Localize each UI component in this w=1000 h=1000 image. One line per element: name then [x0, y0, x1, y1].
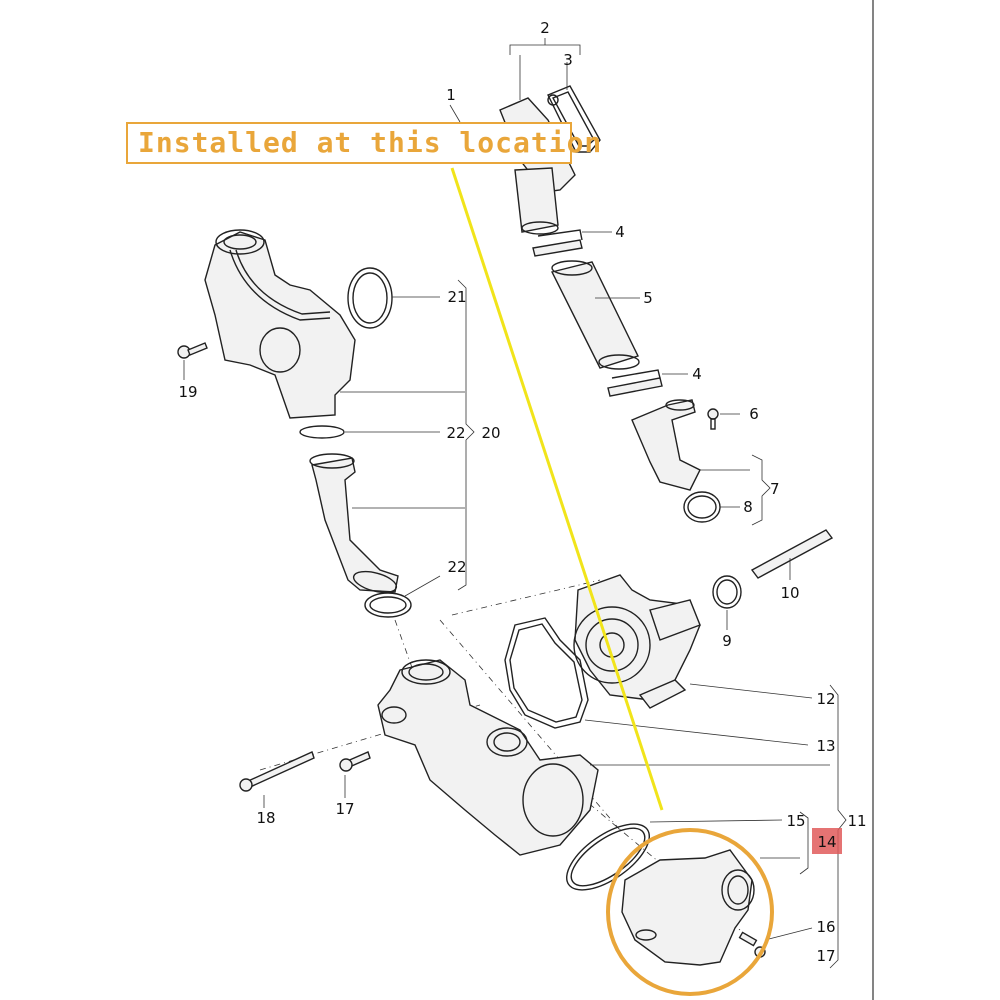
label-1: 1 — [446, 86, 456, 104]
label-17-lower: 17 — [816, 947, 835, 965]
label-12: 12 — [816, 690, 835, 708]
label-10: 10 — [780, 584, 799, 602]
bolt-6 — [707, 408, 719, 430]
coolant-pipe-upper — [499, 94, 576, 235]
bolt-17-lower — [738, 931, 766, 958]
label-17-upper: 17 — [335, 800, 354, 818]
label-9: 9 — [722, 632, 732, 650]
water-pump-12 — [573, 574, 701, 709]
part-number-labels: 2 3 1 4 5 4 6 7 8 10 9 12 13 15 11 14 16… — [178, 19, 866, 965]
o-ring-21 — [347, 267, 393, 329]
gasket-13 — [504, 617, 589, 729]
label-8: 8 — [743, 498, 753, 516]
coolant-pipe-lower — [631, 399, 701, 491]
highlight-label-box — [812, 828, 842, 854]
o-ring-22-upper — [299, 425, 345, 439]
o-ring-8 — [683, 491, 721, 523]
clamp-upper — [532, 229, 583, 257]
bolt-19 — [177, 342, 208, 359]
installed-location-callout: Installed at this location — [126, 122, 601, 164]
bolt-17-upper — [339, 751, 371, 772]
thermostat-cover-16 — [621, 849, 755, 966]
hose-sleeve — [550, 260, 640, 370]
label-6: 6 — [749, 405, 759, 423]
label-13: 13 — [816, 737, 835, 755]
label-18: 18 — [256, 809, 275, 827]
axis-line — [451, 579, 601, 616]
clamp-lower — [607, 369, 663, 397]
o-ring-22-lower — [364, 592, 412, 618]
bolt-18 — [239, 751, 315, 792]
label-19: 19 — [178, 383, 197, 401]
label-2: 2 — [540, 19, 550, 37]
callout-pointer-line — [450, 167, 664, 811]
location-highlight-circle — [606, 828, 774, 996]
label-14: 14 — [817, 833, 836, 851]
o-ring-9 — [712, 575, 742, 609]
label-22-lower: 22 — [447, 558, 466, 576]
label-4-lower: 4 — [692, 365, 702, 383]
label-16: 16 — [816, 918, 835, 936]
thermostat-housing-11 — [377, 659, 599, 856]
label-20: 20 — [481, 424, 500, 442]
label-4-upper: 4 — [615, 223, 625, 241]
label-22-upper: 22 — [446, 424, 465, 442]
label-7: 7 — [770, 480, 780, 498]
turbo-coolant-valve-21 — [204, 229, 356, 419]
label-3: 3 — [563, 51, 573, 69]
leader-lines — [183, 38, 847, 969]
label-15: 15 — [786, 812, 805, 830]
label-11: 11 — [847, 812, 866, 830]
label-21: 21 — [447, 288, 466, 306]
label-5: 5 — [643, 289, 653, 307]
coolant-hose-20 — [309, 453, 399, 594]
rod-10 — [750, 529, 834, 579]
